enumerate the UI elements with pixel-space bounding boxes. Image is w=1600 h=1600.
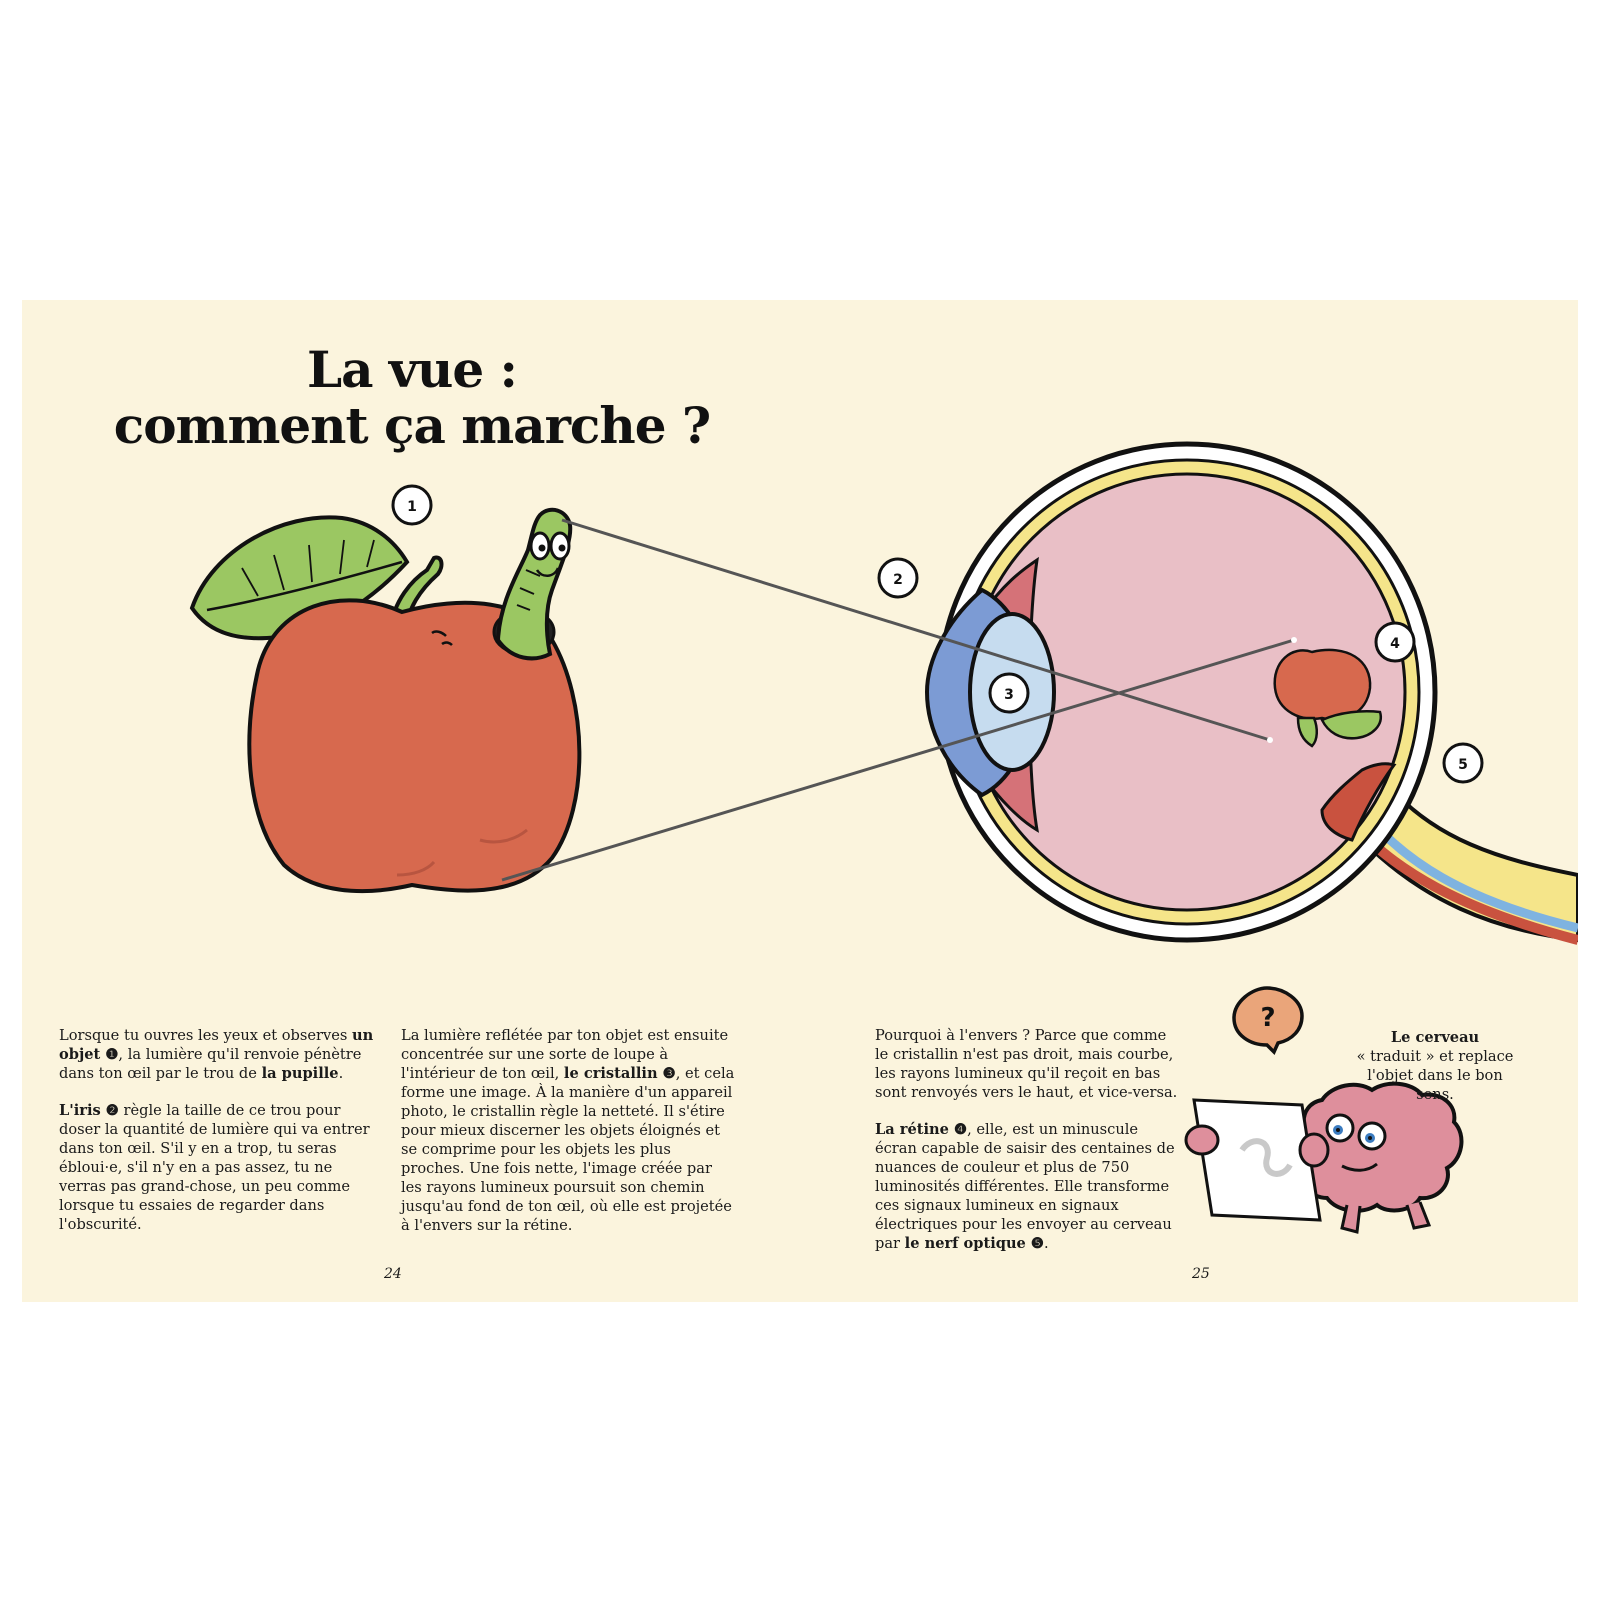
text-column-3: Pourquoi à l'envers ? Parce que comme le… <box>875 1026 1180 1271</box>
term-cristallin: le cristallin ❸ <box>563 1065 676 1082</box>
question-mark: ? <box>1260 1003 1275 1033</box>
optic-nerve-icon <box>1359 775 1578 943</box>
callout-2-number: 2 <box>893 572 903 588</box>
callout-5-number: 5 <box>1458 757 1468 773</box>
question-bubble-icon: ? <box>1232 986 1304 1056</box>
text-run: , et cela forme une image. À la manière … <box>401 1065 735 1234</box>
eye-illustration <box>924 441 1578 945</box>
paragraph-retine: La rétine ❹, elle, est un minuscule écra… <box>875 1120 1180 1253</box>
callout-1: 1 <box>391 484 433 526</box>
text-run: Lorsque tu ouvres les yeux et observes <box>59 1027 348 1044</box>
text-run: « traduit » et replace l'objet dans le b… <box>1356 1048 1514 1103</box>
page-number-left: 24 <box>384 1266 402 1282</box>
term-iris: L'iris ❷ <box>59 1102 119 1119</box>
paragraph-iris: L'iris ❷ règle la taille de ce trou pour… <box>59 1101 377 1234</box>
page-title: La vue : comment ça marche ? <box>112 342 712 454</box>
callout-5: 5 <box>1442 742 1484 784</box>
callout-1-number: 1 <box>407 499 417 515</box>
callout-3-number: 3 <box>1004 687 1014 703</box>
callout-2: 2 <box>877 557 919 599</box>
text-run: règle la taille de ce trou pour doser la… <box>59 1102 370 1233</box>
paragraph-cristallin: La lumière reflétée par ton objet est en… <box>401 1026 737 1235</box>
apple-illustration <box>189 507 582 894</box>
illustration: 1 2 3 4 5 ? <box>189 441 1578 1234</box>
text-run: . <box>338 1065 344 1082</box>
callout-3: 3 <box>988 672 1030 714</box>
title-line-2: comment ça marche ? <box>113 396 711 455</box>
callout-4: 4 <box>1374 621 1416 663</box>
text-run: , elle, est un minuscule écran capable d… <box>875 1121 1175 1252</box>
text-run: , la lumière qu'il renvoie pénètre dans … <box>59 1046 362 1082</box>
callout-4-number: 4 <box>1390 636 1400 652</box>
term-nerf-optique: le nerf optique ❺ <box>904 1235 1045 1252</box>
term-retine: La rétine ❹ <box>875 1121 968 1138</box>
light-rays <box>501 518 1297 882</box>
term-pupille: la pupille <box>261 1065 339 1082</box>
brain-caption: Le cerveau « traduit » et replace l'obje… <box>1350 1028 1520 1104</box>
page-number-right: 25 <box>1192 1266 1210 1282</box>
apple-leaf-icon <box>189 515 410 641</box>
paragraph-envers: Pourquoi à l'envers ? Parce que comme le… <box>875 1027 1178 1101</box>
book-spread: La vue : comment ça marche ? <box>22 300 1578 1302</box>
brain-character-icon <box>1184 1081 1464 1234</box>
text-run: . <box>1044 1235 1049 1252</box>
text-column-2: La lumière reflétée par ton objet est en… <box>401 1026 737 1253</box>
term-cerveau: Le cerveau <box>1390 1029 1480 1046</box>
text-run: La lumière reflétée par ton objet est en… <box>401 1027 729 1082</box>
text-column-1: Lorsque tu ouvres les yeux et observes u… <box>59 1026 377 1252</box>
inverted-apple-icon <box>1273 648 1383 748</box>
title-line-1: La vue : <box>306 340 518 399</box>
term-objet: un objet ❶ <box>59 1027 374 1063</box>
paragraph-objet: Lorsque tu ouvres les yeux et observes u… <box>59 1026 377 1083</box>
held-sheet-icon <box>1192 1098 1322 1222</box>
